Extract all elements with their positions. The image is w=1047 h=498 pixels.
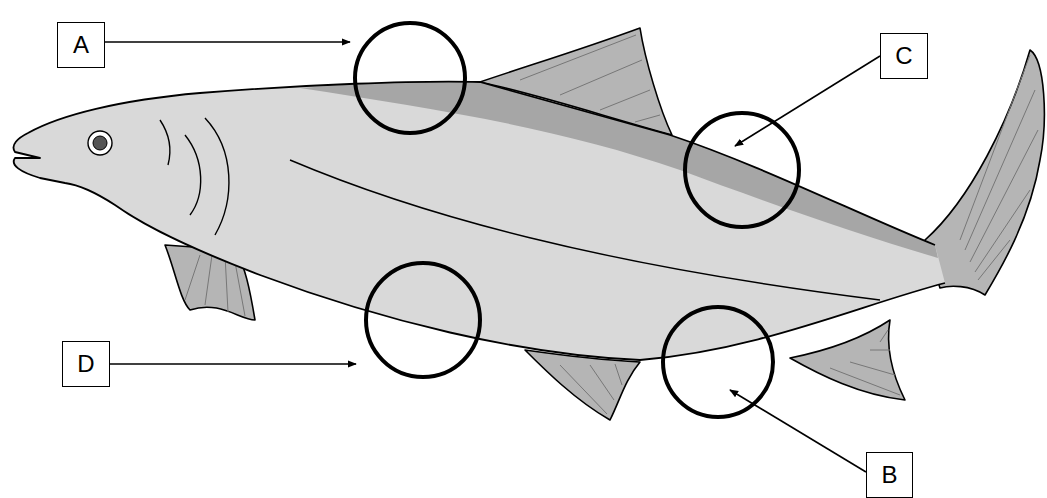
label-box: B [866, 452, 913, 498]
leader-arrow [110, 363, 356, 365]
region-circles [355, 23, 799, 417]
pelvic-fin [525, 350, 640, 420]
region-circle [366, 263, 480, 377]
eye [88, 131, 112, 155]
gill-lines [160, 118, 229, 235]
callout-letter: A [73, 33, 89, 57]
dark-back-band [300, 81, 938, 258]
callout-letter: D [77, 352, 94, 376]
leader-arrow [735, 56, 880, 146]
tail-fin [925, 50, 1044, 295]
pupil [93, 136, 107, 150]
anal-fin [790, 320, 905, 400]
label-box: C [880, 33, 928, 79]
callout-letter: C [895, 44, 912, 68]
label-box: D [62, 341, 110, 387]
lateral-line [290, 160, 880, 300]
leader-arrow [105, 41, 350, 43]
callout-letter: B [881, 463, 897, 487]
leader-arrows [105, 42, 880, 472]
region-circle [355, 23, 465, 133]
region-circle [685, 113, 799, 227]
leader-arrow [730, 390, 866, 472]
label-box: A [57, 22, 105, 68]
region-circle [663, 307, 773, 417]
